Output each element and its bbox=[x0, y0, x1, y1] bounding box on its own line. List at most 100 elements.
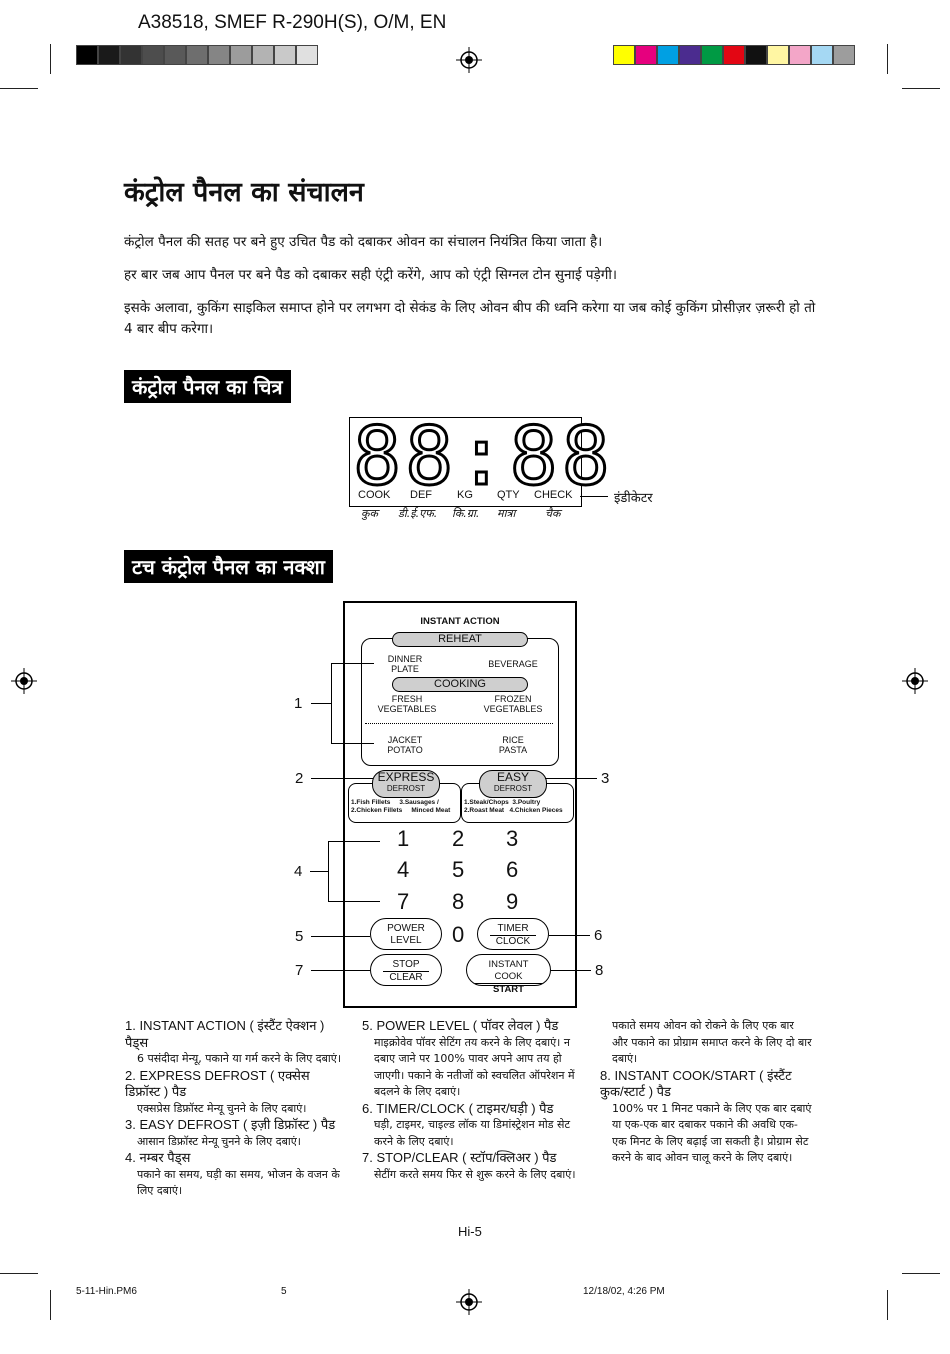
number-pad-1[interactable]: 1 bbox=[397, 826, 410, 851]
callout-4: 4 bbox=[294, 863, 303, 880]
note-heading: 7. STOP/CLEAR ( स्टॉप/क्लिअर ) पैड bbox=[362, 1150, 557, 1165]
note-text: घड़ी, टाइमर, चाइल्ड लॉक या डिमांस्ट्रेशन… bbox=[374, 1118, 571, 1148]
section-heading: टच कंट्रोल पैनल का नक्शा bbox=[124, 550, 333, 583]
leader-line bbox=[331, 743, 374, 744]
leader-line bbox=[549, 935, 590, 936]
number-pad-5[interactable]: 5 bbox=[452, 857, 465, 882]
callout-1: 1 bbox=[294, 695, 303, 712]
leader-line bbox=[545, 778, 597, 779]
leader-line bbox=[311, 936, 370, 937]
instant-cook-start-button[interactable]: INSTANT COOK START bbox=[466, 954, 551, 995]
indicator-def: DEF bbox=[410, 489, 432, 501]
color-swatch bbox=[745, 45, 767, 65]
callout-6: 6 bbox=[594, 927, 603, 944]
beverage-pad[interactable]: BEVERAGE bbox=[488, 659, 538, 669]
note-text: माइक्रोवेव पॉवर सेटिंग तय करने के लिए दब… bbox=[374, 1035, 575, 1099]
color-swatch bbox=[723, 45, 745, 65]
crop-mark bbox=[50, 44, 51, 74]
touch-control-panel bbox=[343, 601, 577, 1008]
note-heading: 1. INSTANT ACTION ( इंस्टैंट ऐक्शन ) पैड… bbox=[125, 1018, 325, 1050]
number-pad-4[interactable]: 4 bbox=[397, 857, 410, 882]
start-label: START bbox=[493, 984, 524, 995]
express-items-line: 1.Fish Fillets 3.Sausages / bbox=[351, 799, 439, 806]
instant-action-label: INSTANT ACTION bbox=[420, 616, 500, 627]
footer-page: 5 bbox=[281, 1286, 287, 1297]
note-text: पकाते समय ओवन को रोकने के लिए एक बार और … bbox=[612, 1019, 812, 1065]
document-code: A38518, SMEF R-290H(S), O/M, EN bbox=[138, 12, 447, 33]
gray-swatch-bar bbox=[76, 45, 318, 65]
color-swatch bbox=[186, 45, 208, 65]
note-heading: 4. नम्बर पैड्स bbox=[125, 1150, 191, 1165]
crop-mark bbox=[887, 44, 888, 74]
reheat-bar: REHEAT bbox=[392, 632, 528, 647]
clock-label: CLOCK bbox=[495, 936, 531, 947]
note-text: 6 पसंदीदा मेन्यू, पकाने या गर्म करने के … bbox=[137, 1052, 341, 1065]
callout-3: 3 bbox=[601, 770, 610, 787]
easy-label: EASY bbox=[496, 770, 529, 784]
indicator-label: इंडीकेटर bbox=[614, 491, 653, 506]
defrost-label: DEFROST bbox=[493, 784, 533, 793]
leader-line bbox=[331, 663, 374, 664]
note-heading: 6. TIMER/CLOCK ( टाइमर/घड़ी ) पैड bbox=[362, 1100, 554, 1116]
note-heading: 8. INSTANT COOK/START ( इंस्टैंट कुक/स्ट… bbox=[600, 1067, 792, 1100]
leader-line bbox=[328, 901, 380, 902]
leader-line bbox=[311, 970, 370, 971]
indicator-qty: QTY bbox=[497, 489, 520, 501]
defrost-label: DEFROST bbox=[386, 784, 426, 793]
color-swatch bbox=[833, 45, 855, 65]
jacket-potato-pad[interactable]: JACKET POTATO bbox=[387, 735, 423, 755]
cooking-bar: COOKING bbox=[392, 677, 528, 692]
easy-items-line: 1.Steak/Chops 3.Poultry bbox=[464, 799, 541, 806]
level-label: LEVEL bbox=[390, 935, 422, 946]
note-text: 100% पर 1 मिनट पकाने के लिए एक बार दबाएं… bbox=[612, 1101, 812, 1165]
indicator-cook: COOK bbox=[358, 489, 391, 501]
number-pad-9[interactable]: 9 bbox=[506, 889, 519, 914]
power-level-button[interactable]: POWER LEVEL bbox=[370, 918, 442, 950]
instant-cook-label: INSTANT COOK bbox=[475, 959, 542, 984]
express-defrost-button[interactable]: EXPRESS DEFROST bbox=[372, 770, 440, 798]
fresh-vegetables-pad[interactable]: FRESH VEGETABLES bbox=[377, 694, 437, 714]
color-swatch bbox=[76, 45, 98, 65]
color-swatch bbox=[789, 45, 811, 65]
frozen-vegetables-pad[interactable]: FROZEN VEGETABLES bbox=[483, 694, 543, 714]
leader-line bbox=[328, 841, 329, 901]
footer-date: 12/18/02, 4:26 PM bbox=[583, 1286, 665, 1297]
stop-clear-button[interactable]: STOP CLEAR bbox=[370, 954, 442, 986]
color-swatch bbox=[613, 45, 635, 65]
number-pad-0[interactable]: 0 bbox=[452, 922, 465, 947]
indicator-qty-hi: मात्रा bbox=[497, 507, 516, 520]
color-swatch bbox=[701, 45, 723, 65]
crop-mark bbox=[902, 1273, 940, 1274]
color-swatch bbox=[296, 45, 318, 65]
note-text: एक्सप्रेस डिफ्रॉस्ट मेन्यू चुनने के लिए … bbox=[137, 1101, 307, 1115]
number-pad-7[interactable]: 7 bbox=[397, 889, 410, 914]
power-label: POWER bbox=[387, 923, 425, 934]
intro-paragraph: कंट्रोल पैनल की सतह पर बने हुए उचित पैड … bbox=[124, 234, 603, 250]
note-text: आसान डिफ्रॉस्ट मेन्यू चुनने के लिए दबाएं… bbox=[137, 1134, 301, 1148]
section-heading: कंट्रोल पैनल का चित्र bbox=[124, 370, 291, 403]
notes-column-3: पकाते समय ओवन को रोकने के लिए एक बार और … bbox=[600, 1018, 812, 1167]
registration-mark-icon bbox=[456, 1289, 482, 1315]
indicator-def-hi: डी.ई.एफ. bbox=[398, 507, 438, 520]
color-swatch bbox=[164, 45, 186, 65]
number-pad-2[interactable]: 2 bbox=[452, 826, 465, 851]
note-text: पकाने का समय, घड़ी का समय, भोजन के वजन क… bbox=[137, 1167, 340, 1198]
dinner-plate-pad[interactable]: DINNER PLATE bbox=[387, 654, 423, 674]
timer-clock-button[interactable]: TIMER CLOCK bbox=[477, 918, 549, 950]
number-pad-3[interactable]: 3 bbox=[506, 826, 519, 851]
easy-items-line: 2.Roast Meat 4.Chicken Pieces bbox=[464, 806, 563, 814]
callout-7: 7 bbox=[295, 962, 304, 979]
color-swatch bbox=[657, 45, 679, 65]
easy-defrost-button[interactable]: EASY DEFROST bbox=[479, 770, 547, 798]
rice-pasta-pad[interactable]: RICE PASTA bbox=[498, 735, 528, 755]
callout-8: 8 bbox=[595, 962, 604, 979]
indicator-leader-line bbox=[580, 496, 608, 497]
page-number: Hi-5 bbox=[458, 1224, 482, 1239]
color-swatch bbox=[252, 45, 274, 65]
clear-label: CLEAR bbox=[389, 972, 423, 983]
crop-mark bbox=[0, 88, 38, 89]
indicator-cook-hi: कुक bbox=[361, 507, 378, 520]
number-pad-6[interactable]: 6 bbox=[506, 857, 519, 882]
number-pad-8[interactable]: 8 bbox=[452, 889, 465, 914]
